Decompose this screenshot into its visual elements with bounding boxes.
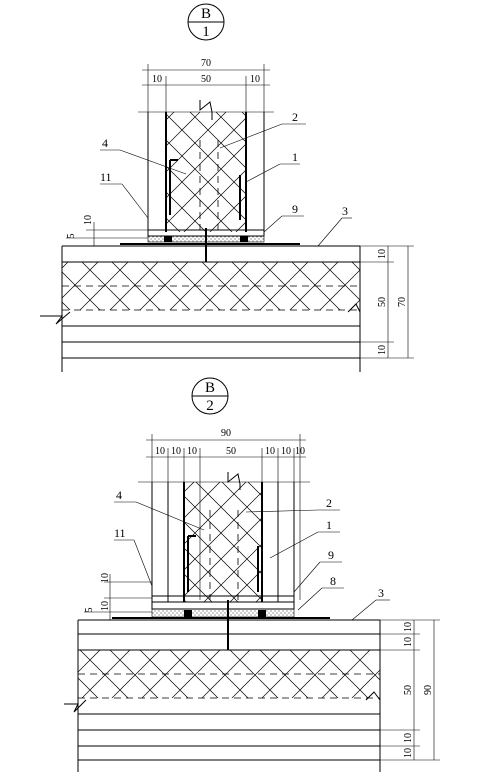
dim-middle: 50: [201, 74, 211, 85]
left-dimensions-b2: 10 10 5: [84, 573, 152, 620]
dim-seg-2: 10: [171, 446, 181, 457]
right-dim-1: 10: [377, 249, 388, 259]
right-dim-3: 50: [403, 685, 414, 695]
label-11: 11: [100, 170, 112, 184]
left-dim-3: 5: [84, 608, 95, 613]
label-1: 1: [292, 150, 298, 164]
dim-overall: 70: [201, 58, 211, 69]
left-dim-2: 5: [66, 234, 77, 239]
label-9: 9: [328, 548, 334, 562]
right-dim-3: 10: [377, 345, 388, 355]
title-top: B: [201, 6, 211, 22]
dim-seg-6: 10: [281, 446, 291, 457]
wall-panel-b2: [112, 472, 330, 650]
title-bottom: 1: [202, 24, 210, 40]
detail-b2: B 2 90 10 10 10 50 10 10 10: [64, 377, 440, 772]
label-8: 8: [330, 574, 336, 588]
wall-panel-b1: [120, 100, 300, 262]
left-dimensions-b1: 10 5: [66, 215, 148, 246]
right-dim-4: 10: [403, 733, 414, 743]
title-marker-b2: B 2: [191, 377, 229, 415]
dim-seg-4: 50: [226, 446, 236, 457]
callouts-b2: 4 11 2 1 9 8 3: [114, 488, 390, 621]
left-dim-2: 10: [100, 601, 111, 611]
right-dim-1: 10: [403, 622, 414, 632]
slab-b1: [40, 245, 361, 372]
right-dimensions-b2: 10 10 50 10 10 90: [380, 619, 440, 761]
right-total: 90: [423, 685, 434, 695]
detail-b1: B 1 70 10 50 10: [40, 3, 414, 372]
slab-b2: [64, 619, 381, 772]
title-top: B: [205, 380, 215, 396]
title-bottom: 2: [206, 398, 214, 414]
dim-seg-1: 10: [155, 446, 165, 457]
label-11: 11: [114, 526, 126, 540]
callouts-b1: 4 11 2 1 9 3: [100, 110, 352, 247]
left-dim-1: 10: [100, 573, 111, 583]
dim-seg-5: 10: [265, 446, 275, 457]
right-dim-5: 10: [403, 748, 414, 758]
label-1: 1: [326, 518, 332, 532]
right-dim-2: 10: [403, 637, 414, 647]
dim-overall: 90: [221, 428, 231, 439]
label-9: 9: [292, 202, 298, 216]
title-marker-b1: B 1: [187, 3, 225, 41]
label-4: 4: [102, 136, 108, 150]
right-total: 70: [397, 297, 408, 307]
label-3: 3: [342, 204, 348, 218]
label-2: 2: [326, 496, 332, 510]
dim-left: 10: [152, 74, 162, 85]
dim-seg-7: 10: [295, 446, 305, 457]
label-2: 2: [292, 110, 298, 124]
right-dim-2: 50: [377, 297, 388, 307]
left-dim-1: 10: [83, 215, 94, 225]
dim-seg-3: 10: [187, 446, 197, 457]
label-4: 4: [116, 488, 122, 502]
label-3: 3: [378, 586, 384, 600]
dim-right: 10: [250, 74, 260, 85]
right-dimensions-b1: 10 50 10 70: [360, 245, 414, 359]
